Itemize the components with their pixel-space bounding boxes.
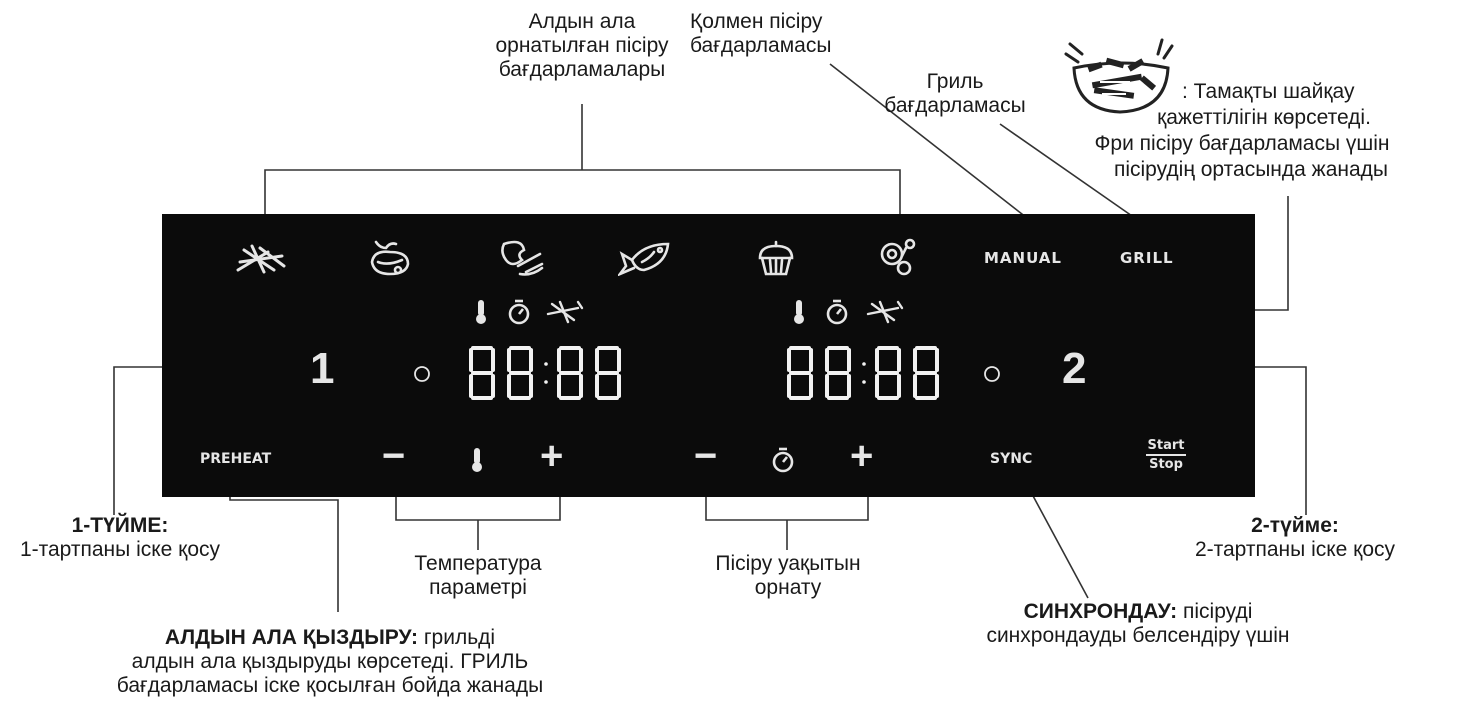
display-digit <box>875 346 901 400</box>
fries-icon[interactable] <box>234 242 288 276</box>
time-minus-button[interactable]: − <box>694 434 718 478</box>
chicken-icon[interactable] <box>368 238 412 278</box>
cook-time-line1: Пісіру уақытын <box>715 552 861 575</box>
start-stop-button[interactable]: Start Stop <box>1146 438 1186 472</box>
sync-caption: СИНХРОНДАУ: пісіруді синхрондауды белсен… <box>888 600 1388 648</box>
display-digit <box>507 346 533 400</box>
zone1-display <box>469 346 621 400</box>
thermometer-icon <box>476 300 486 324</box>
grill-button[interactable]: GRILL <box>1120 249 1174 267</box>
preheat-line3: бағдарламасы іске қосылған бойда жанады <box>116 674 544 697</box>
temperature-line1: Температура <box>414 552 542 575</box>
display-colon-dot <box>544 380 548 384</box>
button1-caption: 1-ТҮЙМЕ: 1-тартпаны іске қосу <box>0 514 240 562</box>
time-plus-button[interactable]: + <box>850 434 874 478</box>
vegetables-icon[interactable] <box>878 236 918 278</box>
timer-icon <box>772 447 794 473</box>
timer-icon <box>508 299 530 325</box>
muffin-icon[interactable] <box>756 238 796 278</box>
preheat-desc1: грильді <box>418 626 496 649</box>
button2-caption: 2-түйме: 2-тартпаны іске қосу <box>1130 514 1457 562</box>
preheat-caption: АЛДЫН АЛА ҚЫЗДЫРУ: грильді алдын ала қыз… <box>40 626 620 698</box>
shake-icon <box>866 300 904 324</box>
sync-line2: синхрондауды белсендіру үшін <box>986 624 1290 647</box>
temp-plus-button[interactable]: + <box>540 434 564 478</box>
temperature-line2: параметрі <box>429 576 527 599</box>
preset-caption-line1: Алдын ала <box>528 10 636 33</box>
start-label: Start <box>1146 438 1186 456</box>
button2-title: 2-түйме: <box>1251 514 1339 537</box>
preset-programs-caption: Алдын ала орнатылған пісіру бағдарламала… <box>462 10 702 82</box>
preset-caption-line3: бағдарламалары <box>498 58 666 81</box>
display-digit <box>595 346 621 400</box>
temperature-caption: Температура параметрі <box>360 552 596 600</box>
sync-line1: СИНХРОНДАУ: пісіруді <box>888 600 1388 624</box>
display-digit <box>557 346 583 400</box>
grill-caption-line1: Гриль <box>926 70 984 93</box>
shake-icon <box>546 300 584 324</box>
stop-label: Stop <box>1149 457 1183 472</box>
control-panel: MANUAL GRILL 1 2 PREHEAT − + − + <box>162 214 1255 497</box>
display-colon-dot <box>862 362 866 366</box>
preheat-indicator: PREHEAT <box>200 451 272 467</box>
sync-desc1: пісіруді <box>1177 600 1253 623</box>
shake-caption-line2: қажеттілігін көрсетеді. <box>1157 106 1371 129</box>
manual-leader <box>829 63 1046 233</box>
display-digit <box>825 346 851 400</box>
cook-time-line2: орнату <box>754 576 822 599</box>
grill-caption-line2: бағдарламасы <box>884 94 1026 117</box>
display-colon-dot <box>862 380 866 384</box>
manual-button[interactable]: MANUAL <box>984 249 1062 267</box>
shake-basket-icon <box>1064 38 1174 114</box>
preheat-line2: алдын ала қыздыруды көрсетеді. ГРИЛЬ <box>131 650 529 673</box>
thermometer-icon <box>472 448 482 472</box>
zone1-button[interactable]: 1 <box>310 344 335 393</box>
temp-minus-button[interactable]: − <box>382 434 406 478</box>
grill-program-caption: Гриль бағдарламасы <box>870 70 1040 118</box>
shake-caption-line1: : Тамақты шайқау <box>1182 80 1355 103</box>
preheat-line1: АЛДЫН АЛА ҚЫЗДЫРУ: грильді <box>40 626 620 650</box>
shake-caption-line4: пісірудің ортасында жанады <box>1113 158 1389 181</box>
sync-title: СИНХРОНДАУ: <box>1023 600 1178 623</box>
button2-desc: 2-тартпаны іске қосу <box>1194 538 1396 561</box>
zone2-display <box>787 346 939 400</box>
shake-caption-line3: Фри пісіру бағдарламасы үшін <box>1094 132 1390 155</box>
preheat-title: АЛДЫН АЛА ҚЫЗДЫРУ: <box>164 626 419 649</box>
cook-time-caption: Пісіру уақытын орнату <box>660 552 916 600</box>
display-colon-dot <box>544 362 548 366</box>
display-digit <box>913 346 939 400</box>
fish-icon[interactable] <box>618 240 672 276</box>
button1-title: 1-ТҮЙМЕ: <box>71 514 169 537</box>
thermometer-icon <box>794 300 804 324</box>
steak-icon[interactable] <box>498 238 546 278</box>
timer-icon <box>826 299 848 325</box>
zone2-button[interactable]: 2 <box>1062 344 1087 393</box>
zone2-indicator <box>984 366 1000 382</box>
zone1-indicator <box>414 366 430 382</box>
sync-button[interactable]: SYNC <box>990 451 1033 467</box>
display-digit <box>469 346 495 400</box>
display-digit <box>787 346 813 400</box>
manual-caption-line2: бағдарламасы <box>690 34 832 57</box>
manual-caption-line1: Қолмен пісіру <box>690 10 823 33</box>
preset-caption-line2: орнатылған пісіру <box>495 34 669 57</box>
manual-program-caption: Қолмен пісіру бағдарламасы <box>690 10 831 58</box>
button1-desc: 1-тартпаны іске қосу <box>19 538 221 561</box>
